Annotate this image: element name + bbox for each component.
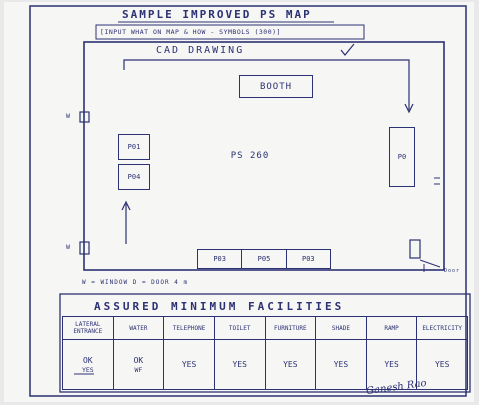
facility-value-note: YES (81, 365, 94, 374)
facilities-box (59, 293, 471, 393)
outer-border (29, 5, 467, 397)
building-outline (83, 41, 445, 271)
window-symbol-bottom (79, 241, 90, 255)
facilities-table: LATERAL ENTRANCE WATER TELEPHONE TOILET … (62, 316, 468, 390)
room-p05: P05 (242, 250, 287, 268)
facility-value: YES (264, 339, 317, 390)
facility-header: RAMP (365, 316, 418, 340)
door-symbol (409, 239, 421, 259)
door-swing (419, 259, 441, 268)
map-linework (29, 5, 471, 397)
facilities-heading: ASSURED MINIMUM FACILITIES (94, 300, 345, 313)
room-ps: PS 260 (230, 151, 270, 161)
facility-header: WATER (112, 316, 165, 340)
room-p06: P03 (301, 255, 315, 263)
window-label-top: W (66, 112, 71, 120)
flow-path-top (123, 59, 410, 110)
facility-value: YES (163, 339, 215, 390)
map-sheet: SAMPLE IMPROVED PS MAP [INPUT WHAT ON MA… (4, 2, 474, 402)
room-row-bottom: P03 P05 P03 (197, 249, 331, 269)
facilities-header-row: LATERAL ENTRANCE WATER TELEPHONE TOILET … (62, 316, 468, 340)
drawing-label: CAD DRAWING (156, 45, 245, 56)
facility-header: TELEPHONE (163, 316, 215, 340)
facility-header: FURNITURE (264, 316, 317, 340)
facility-header: TOILET (213, 316, 266, 340)
facility-value-text: OK (82, 355, 93, 365)
facility-header: LATERAL ENTRANCE (62, 316, 114, 340)
room-p01: P01 (118, 134, 150, 160)
subtitle-box (95, 24, 365, 40)
room-p02: P0 (389, 127, 415, 187)
room-p03: P03 (198, 250, 243, 268)
door-label: Door (444, 268, 461, 274)
window-label-bottom: W (66, 243, 71, 251)
map-title: SAMPLE IMPROVED PS MAP (122, 8, 312, 21)
tick-mark (340, 43, 355, 56)
room-p04: P04 (118, 164, 150, 190)
window-symbol-top (79, 111, 90, 123)
facility-value: YES (315, 339, 367, 390)
map-legend: W = WINDOW D = DOOR 4 m (82, 279, 189, 286)
flow-arrowhead-right (404, 103, 414, 114)
flow-arrowhead-up (121, 200, 131, 211)
map-subtitle: [INPUT WHAT ON MAP & HOW - SYMBOLS (300)… (100, 28, 281, 36)
facility-value-text: OK (133, 355, 144, 365)
facility-header: SHADE (315, 316, 367, 340)
facility-value-note: WF (134, 365, 143, 374)
facility-value: YES (213, 339, 266, 390)
facility-value: YES (416, 339, 468, 390)
room-booth: BOOTH (239, 75, 313, 98)
facility-header: ELECTRICITY (416, 316, 468, 340)
